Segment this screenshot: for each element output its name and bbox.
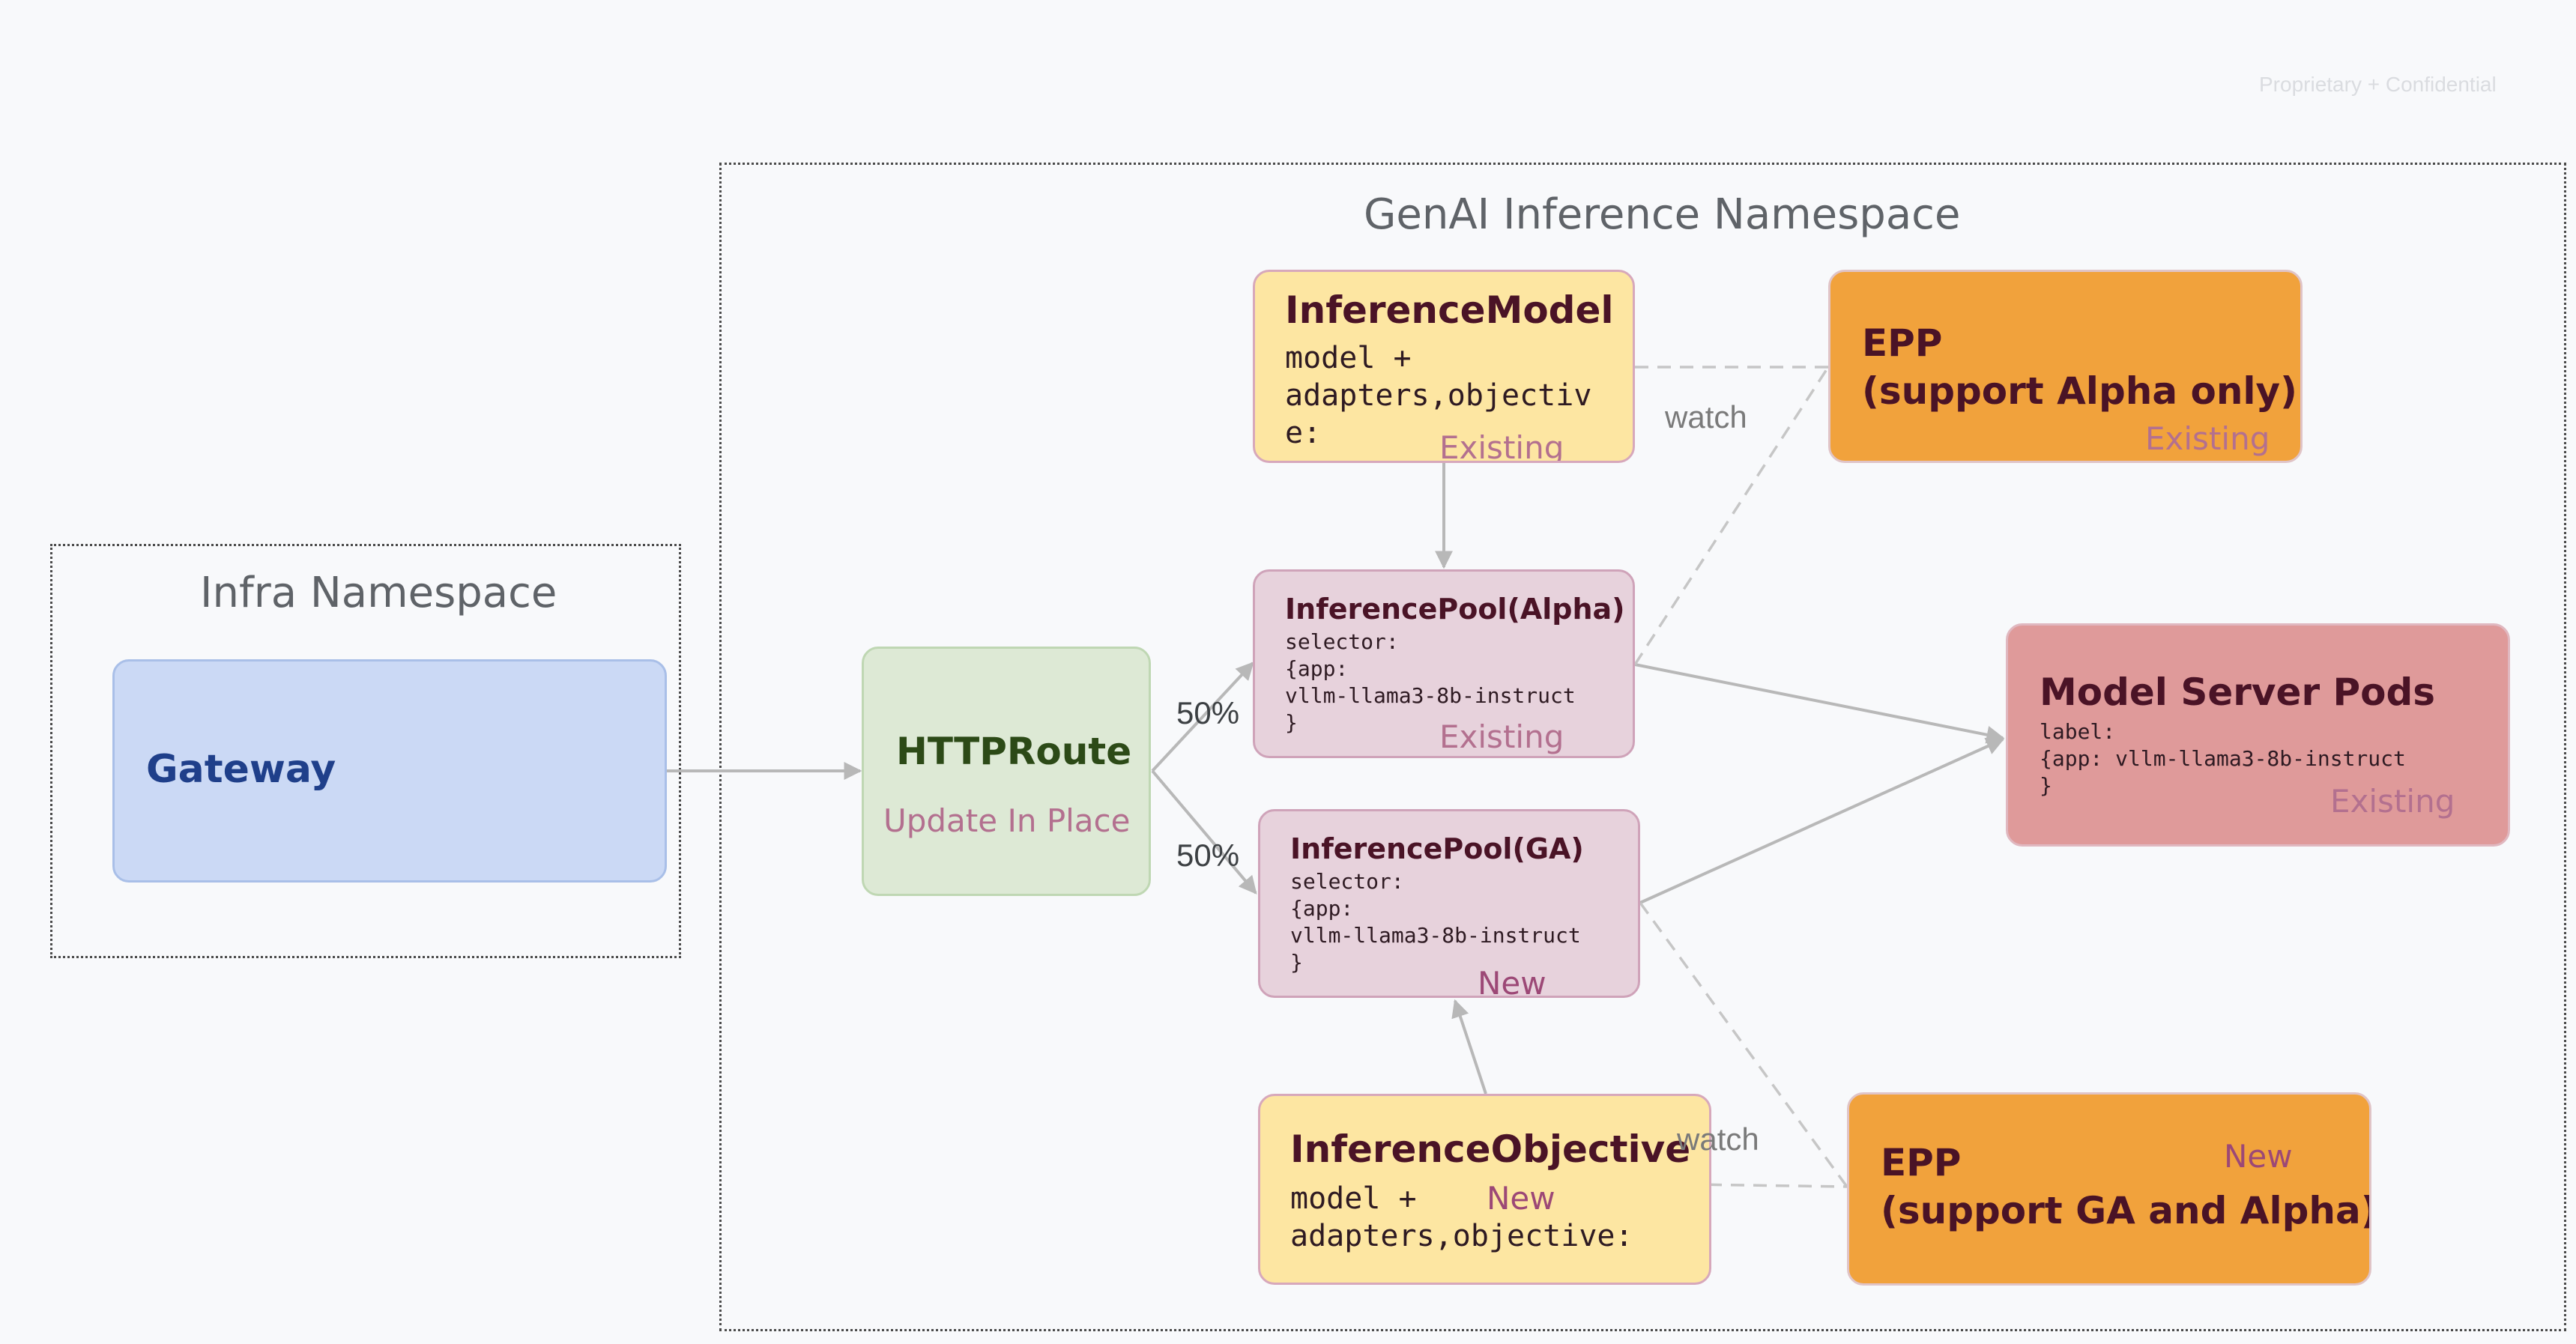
edge-pool-ga-to-pods xyxy=(1639,737,2005,904)
epp-alpha-node[interactable]: EPP (support Alpha only) Existing xyxy=(1828,270,2303,463)
watch-pool-alpha-to-epp-alpha xyxy=(1633,366,1830,665)
inference-model-node[interactable]: InferenceModel model + adapters,objectiv… xyxy=(1253,270,1635,463)
epp-alpha-title-line2: (support Alpha only) xyxy=(1862,369,2298,413)
confidential-note: Proprietary + Confidential xyxy=(2259,73,2497,96)
inference-model-title: InferenceModel xyxy=(1285,288,1614,332)
gateway-node[interactable]: Gateway xyxy=(112,659,667,883)
inference-pool-alpha-status: Existing xyxy=(1439,718,1564,755)
inference-pool-ga-status: New xyxy=(1478,965,1546,998)
gateway-title: Gateway xyxy=(146,747,336,792)
httproute-title: HTTPRoute xyxy=(896,730,1132,773)
genai-namespace-title: GenAI Inference Namespace xyxy=(1364,190,1961,239)
inference-pool-ga-title: InferencePool(GA) xyxy=(1290,832,1584,865)
epp-alpha-status: Existing xyxy=(2145,420,2270,457)
epp-ga-status: New xyxy=(2224,1138,2293,1175)
edge-httproute-to-pool-alpha xyxy=(1151,662,1254,772)
httproute-node[interactable]: HTTPRoute Update In Place xyxy=(862,647,1151,896)
genai-namespace-frame xyxy=(719,163,2566,1331)
inference-pool-alpha-body: selector: {app: vllm-llama3-8b-instruct … xyxy=(1285,629,1576,735)
watch-pool-ga-to-epp-ga xyxy=(1639,901,1848,1188)
inference-pool-ga-node[interactable]: InferencePool(GA) selector: {app: vllm-l… xyxy=(1258,809,1640,998)
model-server-pods-node[interactable]: Model Server Pods label: {app: vllm-llam… xyxy=(2006,623,2510,847)
split-ga-label: 50% xyxy=(1176,838,1240,873)
epp-alpha-title-line1: EPP xyxy=(1862,321,1943,365)
epp-ga-node[interactable]: EPP (support GA and Alpha) New xyxy=(1847,1092,2371,1286)
model-server-pods-title: Model Server Pods xyxy=(2040,671,2436,714)
edge-httproute-to-pool-ga xyxy=(1151,769,1257,895)
watch-alpha-label: watch xyxy=(1665,399,1747,435)
inference-objective-title: InferenceObjective xyxy=(1290,1127,1691,1171)
split-alpha-label: 50% xyxy=(1176,695,1240,730)
model-server-pods-body: label: {app: vllm-llama3-8b-instruct } xyxy=(2040,719,2406,798)
watch-ga-label: watch xyxy=(1677,1121,1759,1157)
infra-namespace-title: Infra Namespace xyxy=(200,569,557,617)
httproute-status: Update In Place xyxy=(883,802,1131,839)
model-server-pods-status: Existing xyxy=(2330,783,2455,820)
edge-objective-to-pool-ga xyxy=(1451,999,1487,1095)
inference-objective-body: model + adapters,objective: xyxy=(1290,1181,1633,1253)
epp-ga-title-line1: EPP xyxy=(1881,1141,1962,1184)
inference-model-body: model + adapters,objectiv e: xyxy=(1285,341,1592,450)
inference-pool-ga-body: selector: {app: vllm-llama3-8b-instruct … xyxy=(1290,869,1581,975)
inference-objective-status: New xyxy=(1487,1180,1555,1217)
inference-model-status: Existing xyxy=(1439,429,1564,463)
epp-ga-title-line2: (support GA and Alpha) xyxy=(1881,1189,2371,1232)
infra-namespace-frame xyxy=(50,544,681,958)
inference-pool-alpha-node[interactable]: InferencePool(Alpha) selector: {app: vll… xyxy=(1253,569,1635,758)
inference-pool-alpha-title: InferencePool(Alpha) xyxy=(1285,593,1625,626)
edge-pool-alpha-to-pods xyxy=(1634,663,2005,744)
inference-objective-node[interactable]: InferenceObjective model + adapters,obje… xyxy=(1258,1094,1711,1285)
